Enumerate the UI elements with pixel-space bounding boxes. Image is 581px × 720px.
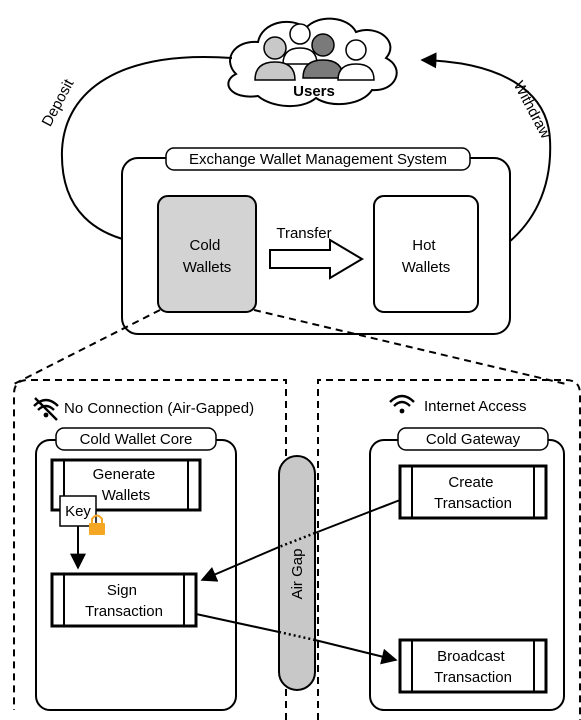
wifi-icon [389, 394, 415, 414]
deposit-label: Deposit [39, 76, 78, 130]
withdraw-arrow [420, 52, 552, 261]
key-box: Key [59, 495, 97, 527]
deposit-arrow [60, 56, 233, 251]
air-gap: Air Gap [278, 455, 316, 691]
system-title: Exchange Wallet Management System [189, 151, 447, 168]
hot-wallets-label: Hot Wallets [402, 237, 451, 276]
offline-zone-title: No Connection (Air-Gapped) [64, 400, 254, 417]
cold-wallets-box [157, 195, 257, 313]
transfer-label: Transfer [276, 225, 331, 242]
wifi-off-icon [33, 397, 59, 421]
broadcast-transaction-label: Broadcast Transaction [434, 648, 512, 686]
online-zone-title: Internet Access [424, 398, 527, 415]
exchange-system: Exchange Wallet Management System Cold W… [121, 147, 511, 335]
hot-wallets-box [373, 195, 479, 313]
generate-wallets-label: Generate Wallets [93, 466, 160, 504]
create-transaction-label: Create Transaction [434, 474, 512, 512]
users-icon [254, 23, 375, 81]
cold-wallets-label: Cold Wallets [183, 237, 232, 276]
gateway-title: Cold Gateway [426, 431, 521, 448]
online-zone: Internet Access Cold Gateway Create Tran… [317, 379, 581, 720]
gateway-title-tag [397, 427, 549, 451]
zoom-line-right [253, 309, 567, 385]
create-transaction-process: Create Transaction [398, 464, 548, 520]
users-cloud: Users [227, 17, 398, 108]
air-gap-label: Air Gap [289, 549, 306, 600]
broadcast-transaction-process: Broadcast Transaction [398, 638, 548, 694]
air-gap-pill [278, 455, 316, 691]
transfer-arrow [269, 238, 364, 280]
sign-transaction-label: Sign Transaction [85, 582, 163, 620]
sign-transaction-process: Sign Transaction [50, 572, 198, 628]
create-to-sign-arrow [200, 499, 401, 582]
withdraw-label: Withdraw [510, 78, 554, 141]
zoom-line-left [13, 309, 161, 385]
offline-zone: No Connection (Air-Gapped) Cold Wallet C… [13, 379, 287, 720]
core-title: Cold Wallet Core [80, 431, 193, 448]
sign-to-broadcast-arrow [195, 613, 398, 665]
key-label: Key [65, 503, 91, 520]
system-title-tag [165, 147, 471, 171]
online-zone-border [317, 379, 581, 720]
lock-icon [89, 514, 105, 535]
users-label: Users [293, 83, 335, 100]
core-title-tag [55, 427, 217, 451]
generate-wallets-process: Generate Wallets [50, 458, 202, 512]
